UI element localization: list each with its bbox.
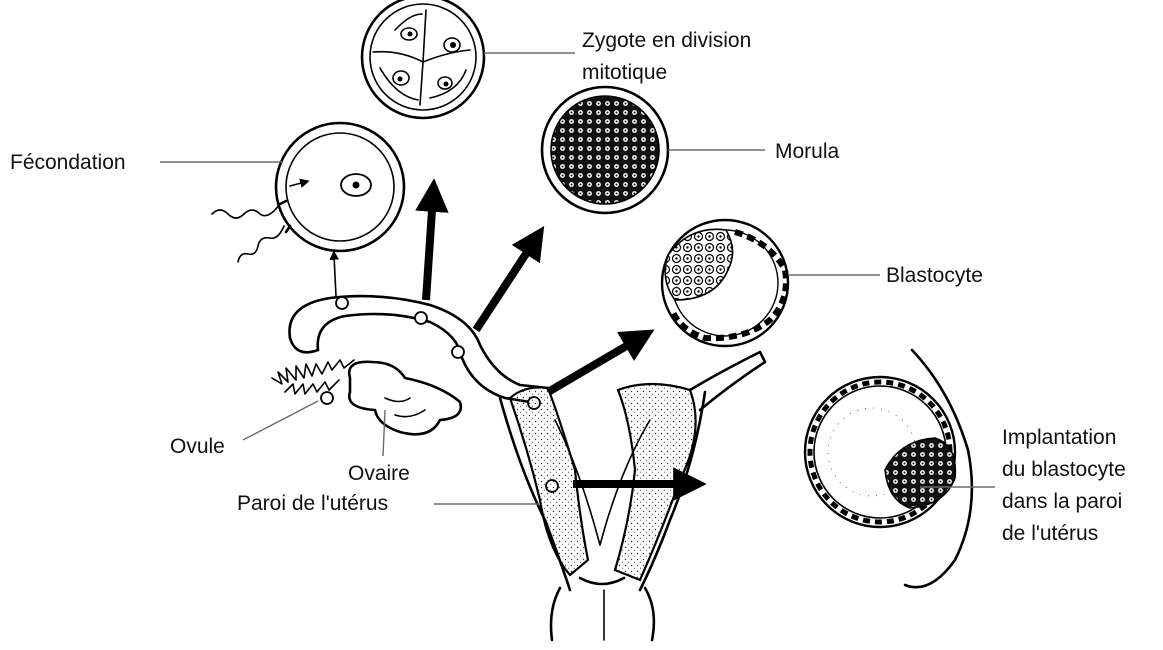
arrow-to-zygote — [426, 195, 433, 300]
label-zygote-line1: Zygote en division — [582, 29, 751, 52]
label-zygote-line2: mitotique — [582, 61, 667, 84]
label-ovaire: Ovaire — [348, 462, 410, 485]
label-implantation-line3: dans la paroi — [1002, 490, 1122, 513]
arrow-to-fecondation — [334, 255, 336, 296]
uterus-illustration — [272, 296, 765, 640]
label-implantation-line2: du blastocyte — [1002, 458, 1126, 481]
implantation-illustration — [805, 350, 972, 587]
label-implantation-line1: Implantation — [1002, 426, 1116, 449]
arrow-to-morula — [476, 240, 535, 330]
arrow-to-blastocyte — [548, 338, 640, 392]
morula-illustration — [542, 87, 668, 213]
blastocyte-illustration — [662, 220, 788, 346]
label-implantation-line4: de l'utérus — [1002, 522, 1098, 545]
label-morula: Morula — [775, 140, 840, 163]
label-paroi: Paroi de l'utérus — [237, 492, 388, 515]
label-fecondation: Fécondation — [10, 151, 126, 174]
label-ovule: Ovule — [170, 435, 225, 458]
label-blastocyte: Blastocyte — [886, 264, 983, 287]
fecondation-illustration — [212, 123, 404, 262]
zygote-illustration — [362, 0, 484, 118]
